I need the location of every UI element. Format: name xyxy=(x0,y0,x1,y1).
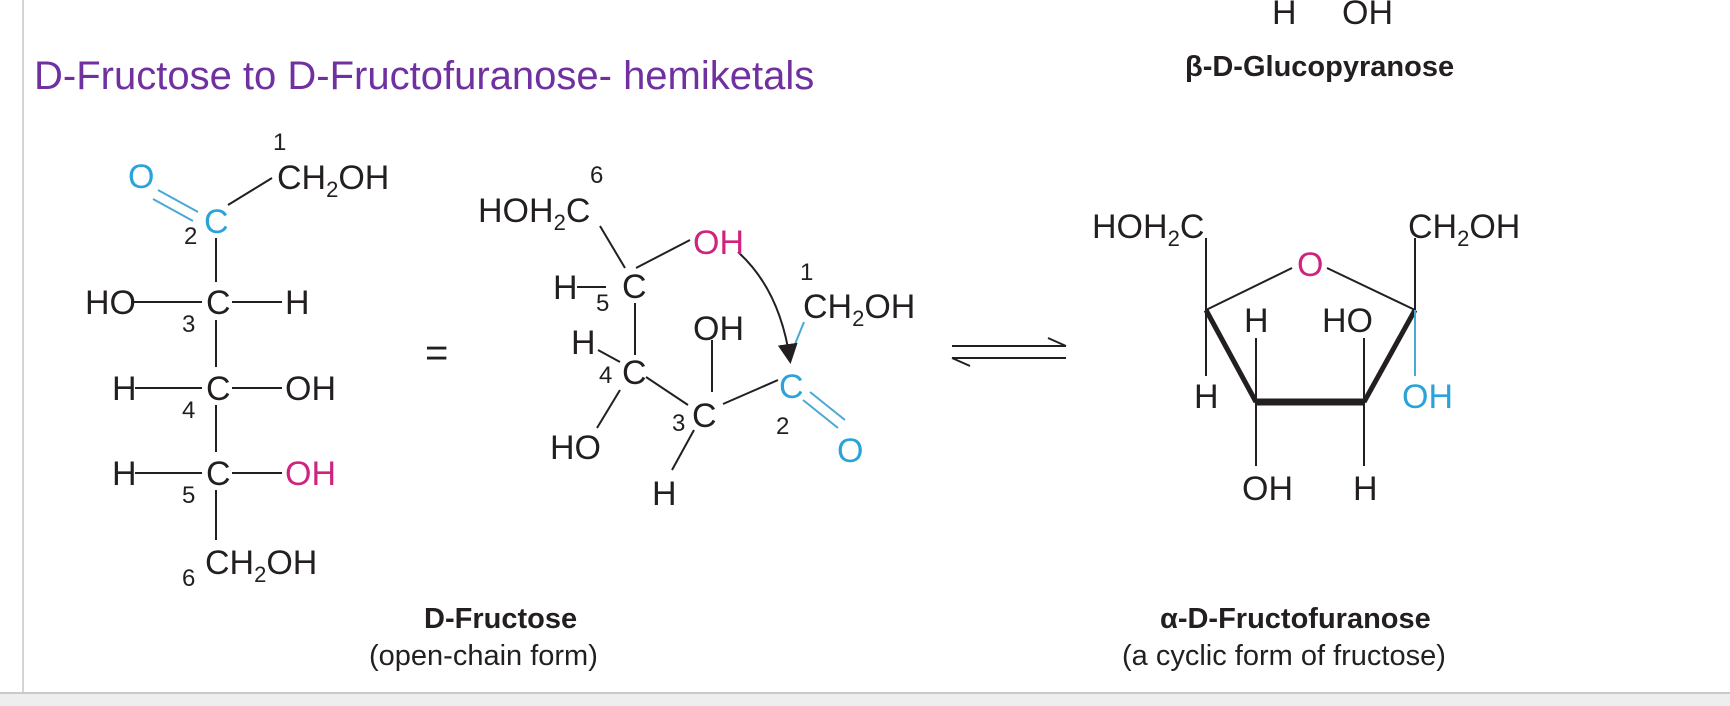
carbon-number-6: 6 xyxy=(182,565,195,592)
ring-c5-o-bond xyxy=(1205,267,1293,311)
c5-hydrogen: H xyxy=(1194,378,1219,416)
glucopyranose-caption: β-D-Glucopyranose xyxy=(1185,51,1454,83)
c4-c3-bond xyxy=(645,376,689,406)
c4-top-hydrogen: H xyxy=(1244,302,1269,340)
c3-top-hydroxyl: HO xyxy=(1322,302,1373,340)
c4-hydrogen: H xyxy=(571,324,596,362)
c3-h-bond xyxy=(671,429,695,471)
furanose-caption-form: (a cyclic form of fructose) xyxy=(1122,640,1446,672)
equilibrium-arrow-symbol: ⇌ xyxy=(0,0,1,1)
c2-carbon: C xyxy=(779,368,804,406)
carbon-number-6: 6 xyxy=(590,162,603,189)
carbon-number-3: 3 xyxy=(182,311,195,338)
furanose-caption-name: α-D-Fructofuranose xyxy=(1160,603,1431,635)
c1-hydroxymethyl: CH2OH xyxy=(277,159,389,202)
slide-left-border xyxy=(22,0,24,692)
c4-carbon: C xyxy=(622,354,647,392)
equilibrium-arrow: ⇌ xyxy=(0,0,1067,367)
c3-hydroxyl: HO xyxy=(85,284,136,322)
c6-hydroxymethyl: HOH2C xyxy=(478,192,590,235)
c4-hydrogen: H xyxy=(112,370,137,408)
c2-carbonyl-bond-2 xyxy=(809,391,846,421)
c2-carbon: C xyxy=(204,203,229,241)
c3-c2-bond xyxy=(722,379,779,405)
slide-title: D-Fructose to D-Fructofuranose- hemiketa… xyxy=(34,54,815,98)
c2-c1-bond xyxy=(790,321,805,355)
ring-c3-c2-bond xyxy=(1361,308,1418,404)
c2-carbonyl-bond-1 xyxy=(802,399,839,429)
ring-c5-c4-bond xyxy=(1203,308,1259,404)
carbon-number-5: 5 xyxy=(596,290,609,317)
c5-hydrogen: H xyxy=(112,455,137,493)
carbon-number-1: 1 xyxy=(800,259,813,286)
carbon-number-2: 2 xyxy=(184,223,197,250)
carbon-number-4: 4 xyxy=(182,397,195,424)
fragment-oh-label: OH xyxy=(1342,0,1393,32)
c3-carbon: C xyxy=(206,284,231,322)
ring-oxygen: O xyxy=(1297,246,1323,284)
c5-oh-bond xyxy=(635,239,691,269)
c3-carbon: C xyxy=(692,397,717,435)
c1-hydroxymethyl: CH2OH xyxy=(803,288,915,331)
c4-ho-bond xyxy=(596,389,621,429)
open-chain-fructose: O C 1 CH2OH 2 HO C H 3 H C OH 4 H C OH 5… xyxy=(85,129,598,672)
fragment-h-label: H xyxy=(1272,0,1297,32)
c3-hydrogen: H xyxy=(285,284,310,322)
c1-c2-bond xyxy=(227,177,273,206)
c4-bottom-hydroxyl: OH xyxy=(1242,470,1293,508)
equals-sign: = xyxy=(425,331,448,375)
c3-hydrogen: H xyxy=(652,475,677,513)
alpha-fructofuranose: HOH2C O CH2OH H HO H OH OH H α-D-Fructof… xyxy=(1092,208,1520,672)
open-chain-caption-form: (open-chain form) xyxy=(369,640,598,672)
open-chain-caption-name: D-Fructose xyxy=(424,603,577,635)
c2-carbonyl-oxygen: O xyxy=(837,432,863,470)
ring-o-c2-bond xyxy=(1326,267,1416,311)
carbon-number-3: 3 xyxy=(672,410,685,437)
carbon-number-5: 5 xyxy=(182,482,195,509)
nucleophilic-attack-arrow xyxy=(737,251,798,364)
c1-hydroxymethyl: CH2OH xyxy=(1408,208,1520,251)
c4-hydroxyl: HO xyxy=(550,429,601,467)
c6-hydroxymethyl: HOH2C xyxy=(1092,208,1204,251)
c2-carbonyl-oxygen: O xyxy=(128,158,154,196)
carbon-number-2: 2 xyxy=(776,413,789,440)
c5-carbon: C xyxy=(622,268,647,306)
c5-carbon: C xyxy=(206,455,231,493)
carbon-number-1: 1 xyxy=(273,129,286,156)
c5-attacking-hydroxyl: OH xyxy=(693,224,744,262)
c5-hydrogen: H xyxy=(553,269,578,307)
c2-carbonyl-bond-2 xyxy=(152,198,194,222)
c4-carbon: C xyxy=(206,370,231,408)
c6-hydroxymethyl: CH2OH xyxy=(205,544,317,587)
c5-hydroxyl: OH xyxy=(285,455,336,493)
c3-hydroxyl: OH xyxy=(693,310,744,348)
c4-hydroxyl: OH xyxy=(285,370,336,408)
cyclizing-fructose: 6 HOH2C OH H 5 C H 4 C HO OH 3 C H 1 CH2… xyxy=(478,162,915,513)
c4-h-bond xyxy=(597,349,621,363)
glucopyranose-fragment: H OH β-D-Glucopyranose xyxy=(1185,0,1454,83)
c6-c5-bond xyxy=(599,225,626,269)
c2-carbonyl-bond-1 xyxy=(157,189,199,213)
anomeric-hydroxyl: OH xyxy=(1402,378,1453,416)
c3-bottom-hydrogen: H xyxy=(1353,470,1378,508)
carbon-number-4: 4 xyxy=(599,362,612,389)
